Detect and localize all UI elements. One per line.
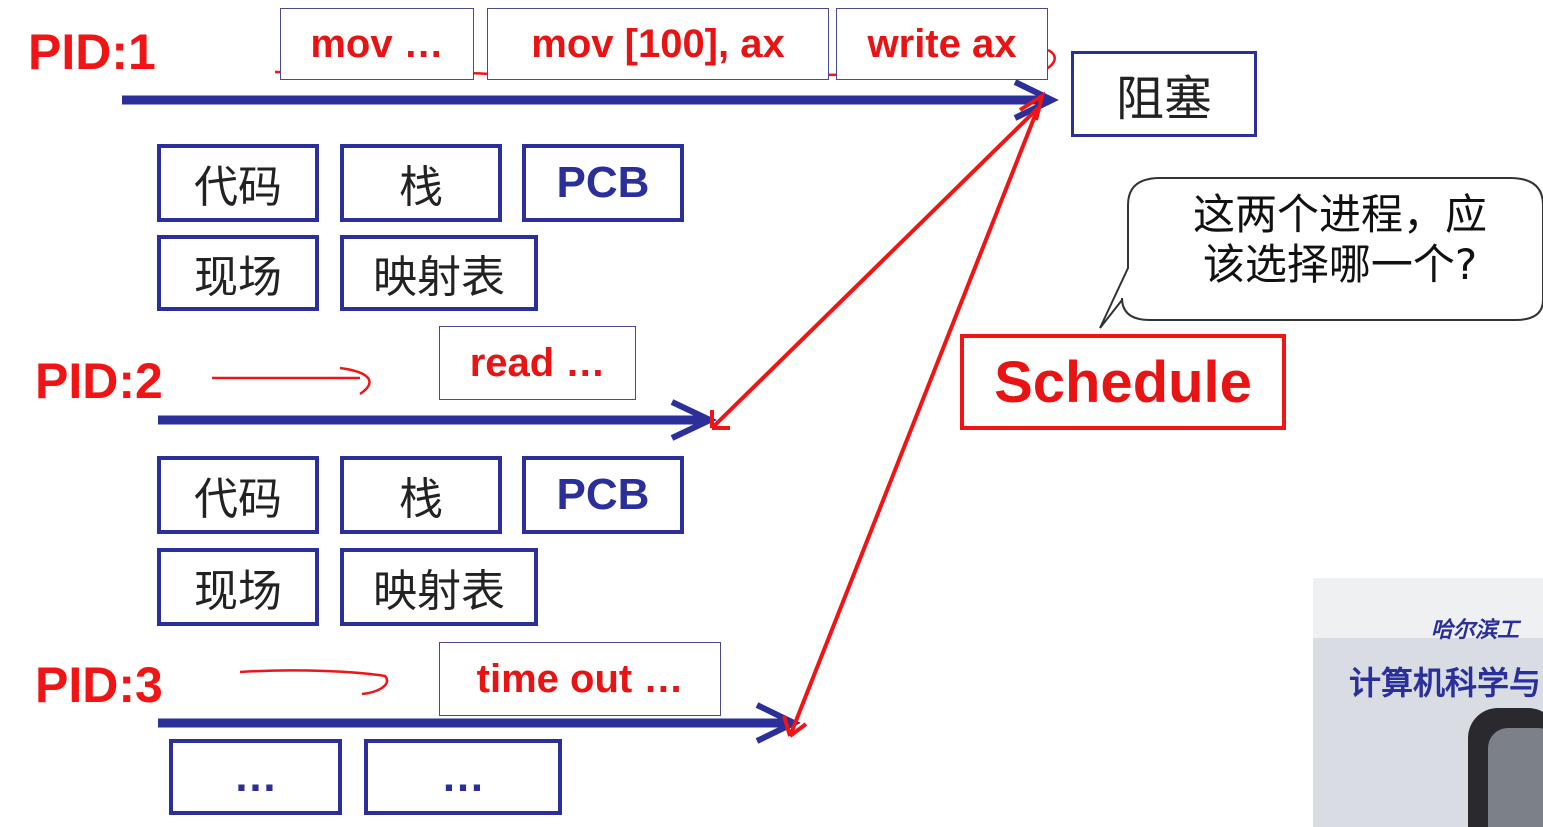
blocked-box: 阻塞 xyxy=(1071,51,1257,137)
speech-bubble xyxy=(1099,177,1543,329)
pid1-stack-block: 栈 xyxy=(340,144,502,222)
bubble-line-2: 该选择哪一个? xyxy=(1202,240,1478,289)
pid1-instruction-mov-100: mov [100], ax xyxy=(487,8,829,80)
schedule-box: Schedule xyxy=(960,334,1286,430)
pid2-label: PID:2 xyxy=(35,353,163,409)
pid1-code-block: 代码 xyxy=(157,144,319,222)
pid3-label: PID:3 xyxy=(35,657,163,713)
pid2-pcb-block: PCB xyxy=(522,456,684,534)
pid1-timeline-arrow xyxy=(122,79,1059,121)
pid2-maptable-block: 映射表 xyxy=(340,548,538,626)
speech-bubble-text: 这两个进程，应 该选择哪一个? xyxy=(1140,190,1540,290)
pid1-label: PID:1 xyxy=(28,24,156,80)
pid2-instruction-read: read … xyxy=(439,326,636,400)
pid2-code-block: 代码 xyxy=(157,456,319,534)
lecturer-shoulder xyxy=(1488,728,1543,827)
pid1-maptable-block: 映射表 xyxy=(340,235,538,311)
pid1-pcb-block: PCB xyxy=(522,144,684,222)
pid1-instruction-write: write ax xyxy=(836,8,1048,80)
lecturer-video-overlay: 哈尔滨工 计算机科学与 xyxy=(1313,578,1543,827)
schedule-red-arrows xyxy=(710,91,1046,738)
pid1-instruction-mov: mov … xyxy=(280,8,474,80)
video-wall-top xyxy=(1313,578,1543,638)
video-caption-department: 计算机科学与 xyxy=(1349,664,1542,702)
pid2-stack-block: 栈 xyxy=(340,456,502,534)
pid3-instruction-timeout: time out … xyxy=(439,642,721,716)
pid1-context-block: 现场 xyxy=(157,235,319,311)
pid3-block-2: … xyxy=(364,739,562,815)
video-caption-university: 哈尔滨工 xyxy=(1431,617,1520,643)
pid2-context-block: 现场 xyxy=(157,548,319,626)
pid2-timeline-arrow xyxy=(158,399,718,441)
pid3-block-1: … xyxy=(169,739,342,815)
bubble-line-1: 这两个进程，应 xyxy=(1192,190,1487,239)
